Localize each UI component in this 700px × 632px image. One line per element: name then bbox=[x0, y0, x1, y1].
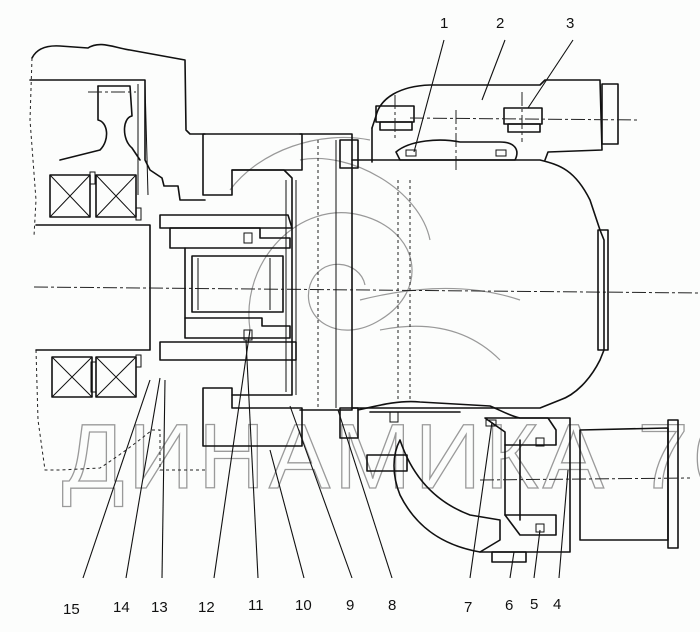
leader-14 bbox=[125, 377, 161, 579]
callout-3: 3 bbox=[566, 15, 574, 32]
callout-14: 14 bbox=[113, 599, 130, 616]
gearbox-housing bbox=[29, 43, 206, 471]
mounting-plate bbox=[299, 133, 359, 439]
leader-3 bbox=[527, 39, 574, 109]
leader-13 bbox=[161, 379, 166, 579]
callout-7: 7 bbox=[464, 599, 472, 616]
callout-15: 15 bbox=[63, 601, 80, 618]
callout-6: 6 bbox=[505, 597, 513, 614]
leader-9 bbox=[289, 405, 353, 579]
leader-10 bbox=[269, 449, 305, 579]
callout-10: 10 bbox=[295, 597, 312, 614]
callout-9: 9 bbox=[346, 597, 354, 614]
seal-ring-1 bbox=[405, 149, 417, 157]
leader-6 bbox=[509, 551, 515, 579]
leader-15 bbox=[82, 379, 151, 579]
callout-4: 4 bbox=[553, 596, 561, 613]
watermark-swirl-logo bbox=[229, 136, 521, 361]
callout-13: 13 bbox=[151, 599, 168, 616]
callout-1: 1 bbox=[440, 15, 448, 32]
adapter-flange bbox=[202, 133, 303, 447]
leader-lines bbox=[82, 39, 574, 579]
callout-8: 8 bbox=[388, 597, 396, 614]
bearing-upper bbox=[49, 171, 142, 221]
bolt-6 bbox=[491, 551, 527, 563]
input-shaft bbox=[33, 224, 700, 351]
callout-labels: 1 2 3 15 14 13 12 11 10 9 8 7 6 5 4 bbox=[63, 15, 574, 618]
bearing-lower bbox=[51, 354, 142, 398]
leader-2 bbox=[481, 39, 506, 101]
coupling-sleeve bbox=[159, 214, 297, 361]
leader-5 bbox=[533, 529, 541, 579]
watermark: ДИНАМИКА 76 bbox=[61, 136, 700, 509]
leader-12 bbox=[213, 329, 251, 579]
bolt-head-right bbox=[503, 107, 543, 125]
leader-1 bbox=[413, 39, 445, 153]
valve-block-top bbox=[371, 79, 641, 170]
leader-11 bbox=[245, 339, 259, 579]
callout-11: 11 bbox=[248, 597, 264, 614]
leader-4 bbox=[558, 469, 569, 579]
watermark-text: ДИНАМИКА 76 bbox=[62, 406, 700, 508]
callout-5: 5 bbox=[530, 596, 538, 613]
callout-2: 2 bbox=[496, 15, 504, 32]
leader-7 bbox=[469, 421, 493, 579]
outlet-tube bbox=[479, 419, 691, 549]
pump-body bbox=[351, 159, 609, 409]
callout-12: 12 bbox=[198, 599, 215, 616]
leader-8 bbox=[337, 409, 393, 579]
